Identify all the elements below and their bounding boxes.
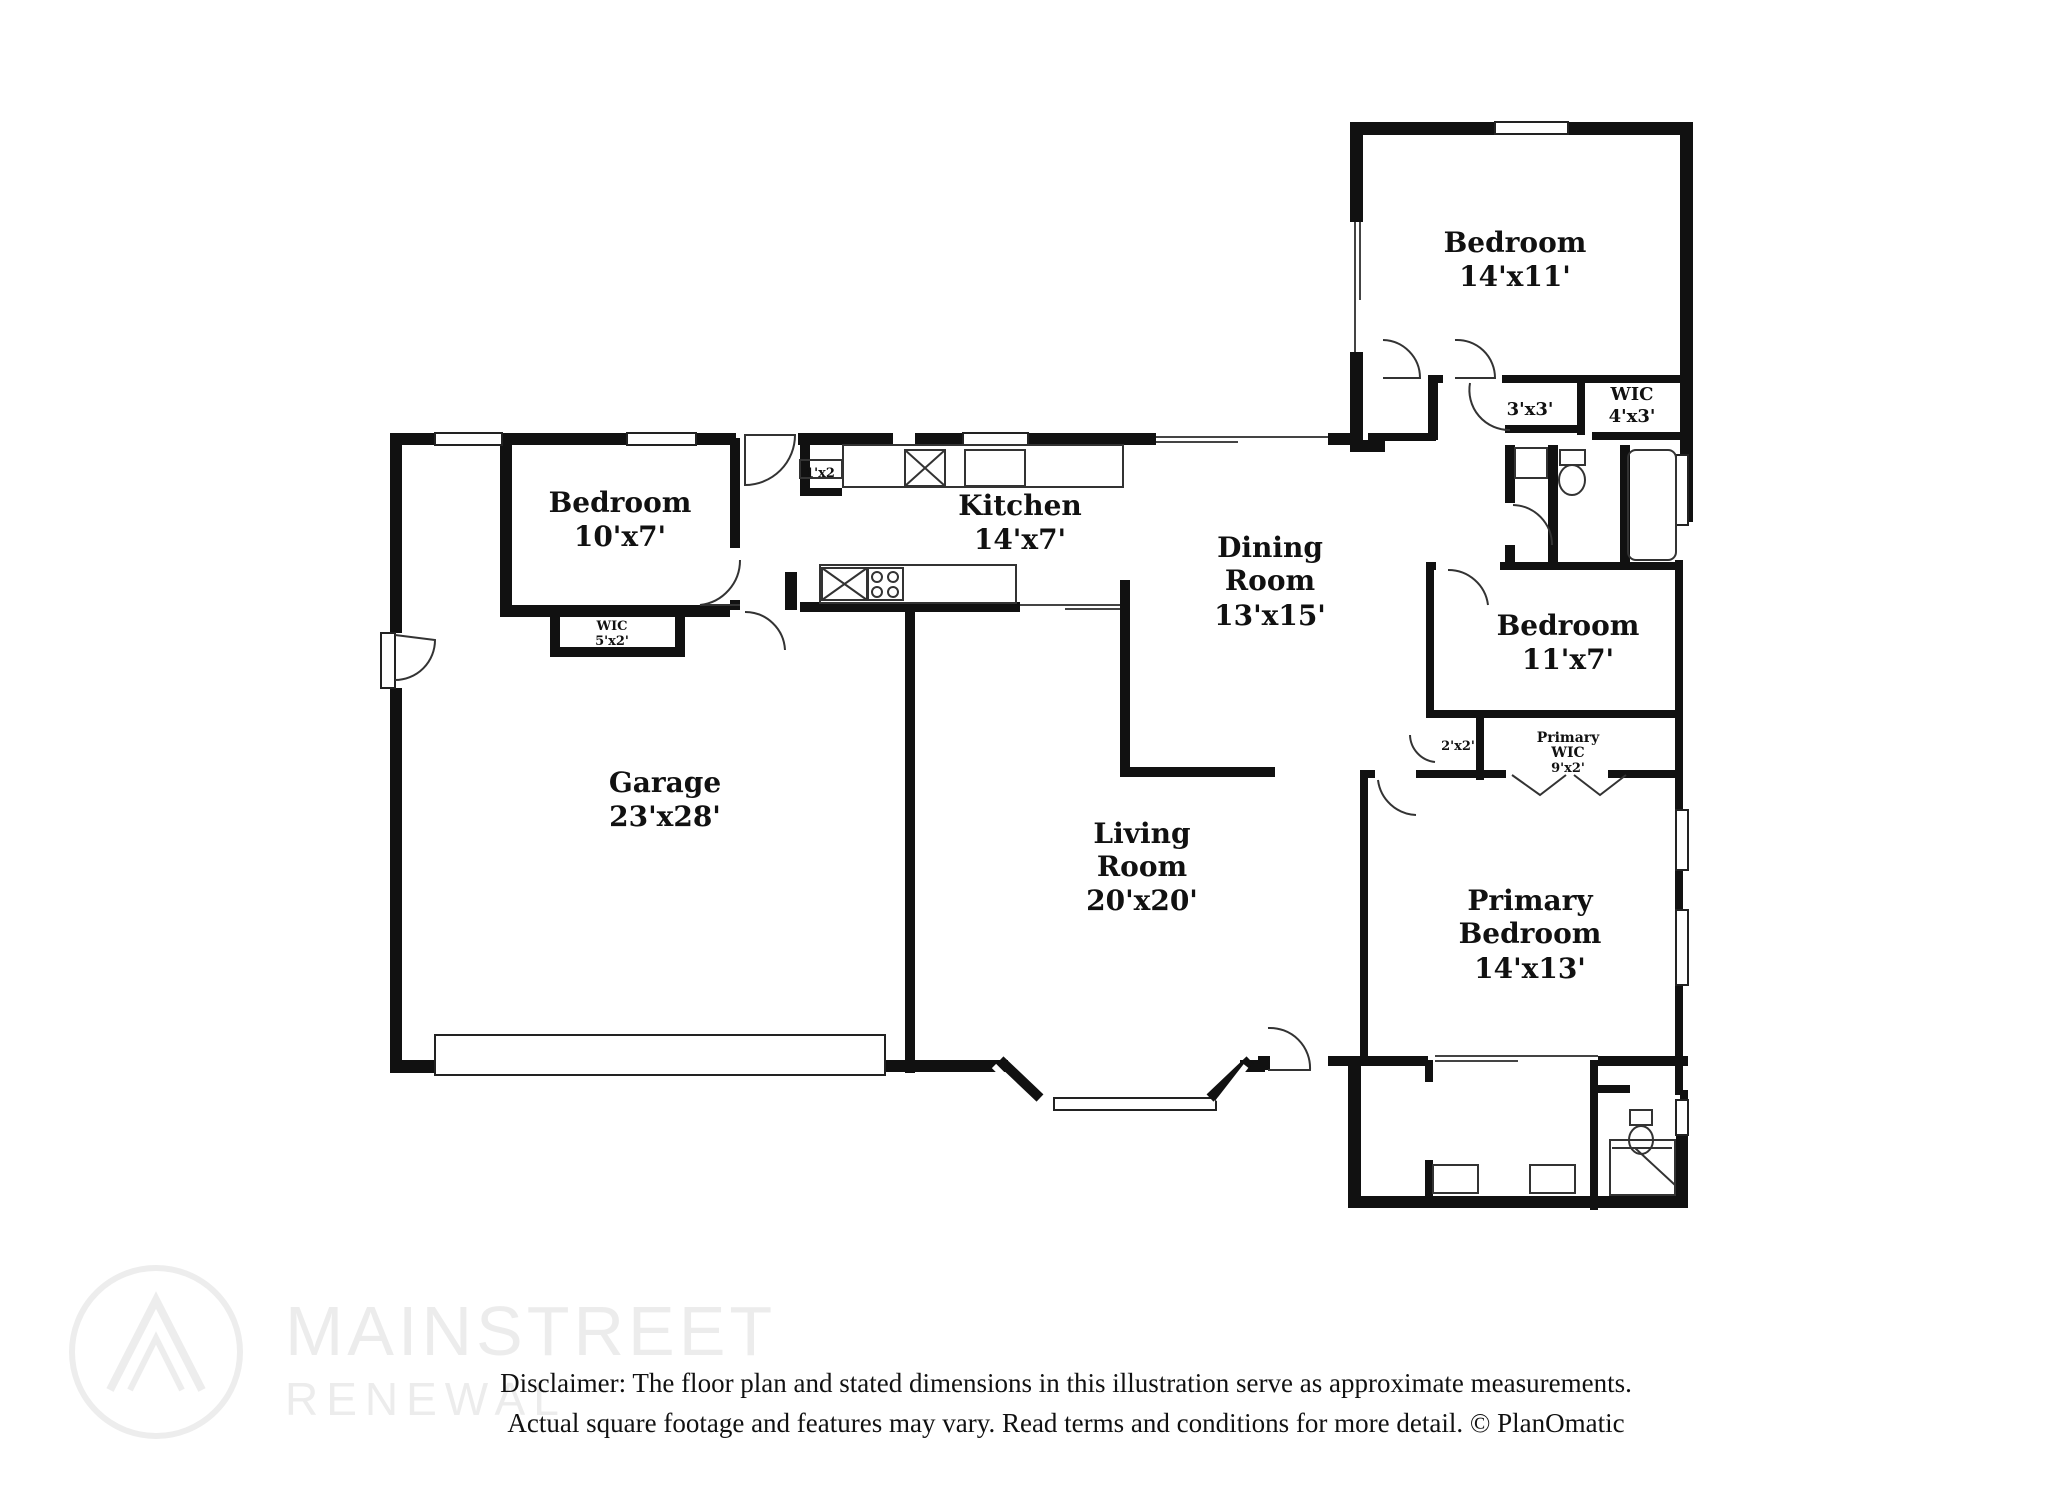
dining-label-1: Dining bbox=[1217, 531, 1323, 564]
fixtures bbox=[799, 444, 1677, 1196]
wic-5x2-dims: 5'x2' bbox=[595, 634, 629, 649]
dining-dims: 13'x15' bbox=[1214, 599, 1326, 632]
garage-label: Garage bbox=[609, 766, 721, 799]
primary-wic-label-1: Primary bbox=[1537, 730, 1600, 746]
garage-dims: 23'x28' bbox=[609, 800, 721, 833]
bedroom-mid-dims: 11'x7' bbox=[1522, 643, 1614, 676]
watermark-text-2: RENEWAL bbox=[285, 1373, 567, 1425]
bedroom-left-dims: 10'x7' bbox=[574, 520, 666, 553]
primary-bedroom-dims: 14'x13' bbox=[1474, 952, 1586, 985]
living-dims: 20'x20' bbox=[1086, 884, 1198, 917]
wic-5x2-label: WIC bbox=[595, 619, 627, 634]
dining-label-2: Room bbox=[1225, 564, 1315, 597]
bay-window bbox=[991, 1056, 1254, 1105]
closet-3x3-dims: 3'x3' bbox=[1507, 399, 1554, 420]
wic-4x3-dims: 4'x3' bbox=[1609, 406, 1656, 427]
pantry-dims: 1'x2 bbox=[805, 466, 835, 481]
room-labels: Bedroom 14'x11' 3'x3' WIC 4'x3' Bedroom … bbox=[549, 226, 1656, 985]
primary-bedroom-label-2: Bedroom bbox=[1459, 917, 1602, 950]
bedroom-top-dims: 14'x11' bbox=[1459, 260, 1571, 293]
kitchen-dims: 14'x7' bbox=[974, 523, 1066, 556]
living-label-2: Room bbox=[1097, 850, 1187, 883]
closet-2x2-dims: 2'x2' bbox=[1441, 739, 1475, 754]
kitchen-label: Kitchen bbox=[958, 489, 1081, 522]
primary-bedroom-label-1: Primary bbox=[1467, 884, 1593, 917]
windows bbox=[380, 121, 1689, 1136]
disclaimer-line-2: Actual square footage and features may v… bbox=[507, 1408, 1624, 1438]
bedroom-mid-label: Bedroom bbox=[1497, 609, 1640, 642]
disclaimer: Disclaimer: The floor plan and stated di… bbox=[500, 1368, 1632, 1438]
disclaimer-line-1: Disclaimer: The floor plan and stated di… bbox=[500, 1368, 1632, 1398]
watermark-text-1: MAINSTREET bbox=[285, 1292, 776, 1370]
sliding-doors bbox=[1020, 222, 1598, 1062]
living-label-1: Living bbox=[1093, 817, 1190, 850]
walls bbox=[390, 122, 1693, 1210]
primary-wic-dims: 9'x2' bbox=[1551, 761, 1585, 776]
watermark-logo: MAINSTREET RENEWAL bbox=[69, 1265, 776, 1439]
wic-4x3-label: WIC bbox=[1610, 384, 1654, 405]
bedroom-top-label: Bedroom bbox=[1444, 226, 1587, 259]
bedroom-left-label: Bedroom bbox=[549, 486, 692, 519]
primary-wic-label-2: WIC bbox=[1550, 745, 1584, 761]
doors bbox=[394, 338, 1627, 1071]
